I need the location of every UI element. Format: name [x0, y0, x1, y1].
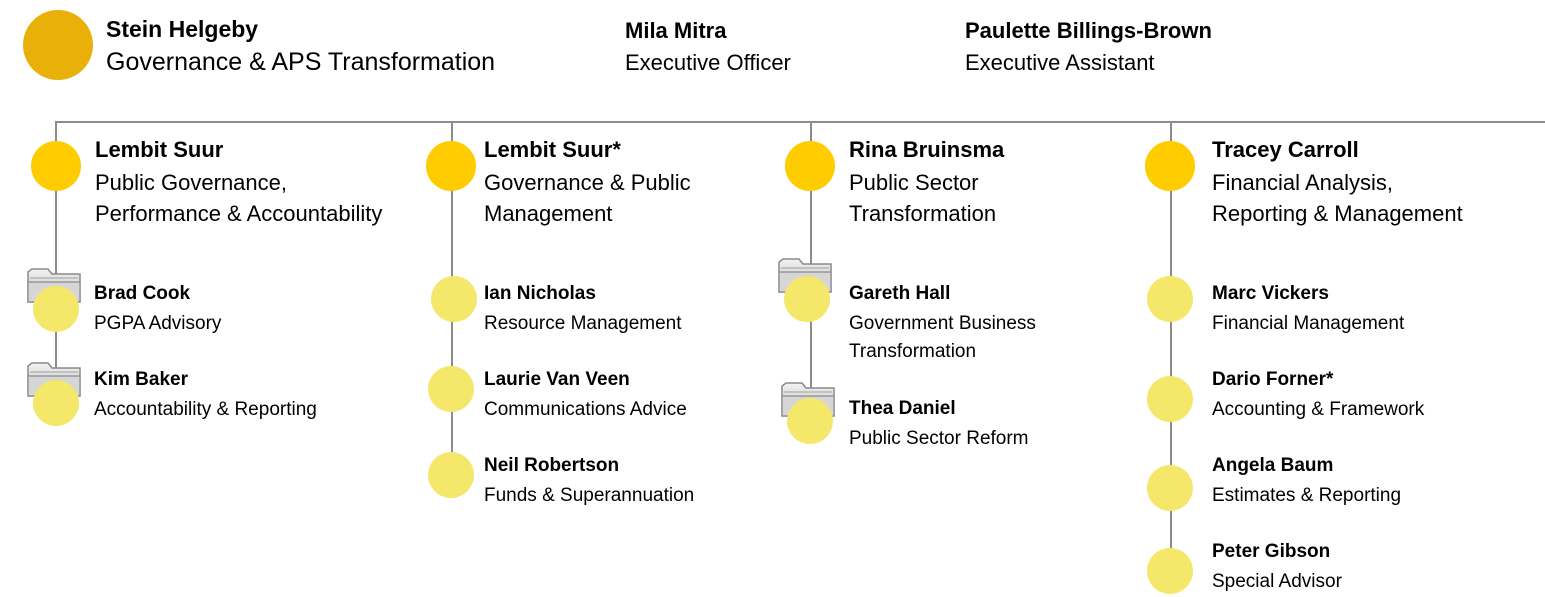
team-2-3-name: Neil Robertson: [484, 455, 620, 476]
team-1-2-role: Accountability & Reporting: [94, 399, 317, 420]
branch-1-name: Lembit Suur: [95, 137, 224, 162]
team-4-3-avatar: [1147, 465, 1193, 511]
team-1-1-avatar: [33, 286, 79, 332]
branch-2-avatar: [426, 141, 476, 191]
head-name: Stein Helgeby: [106, 16, 259, 42]
team-4-1-avatar: [1147, 276, 1193, 322]
branch-4-avatar: [1145, 141, 1195, 191]
branch-4-role-line1: Financial Analysis,: [1212, 170, 1393, 195]
team-4-3-role: Estimates & Reporting: [1212, 485, 1402, 506]
team-4-4-avatar: [1147, 548, 1193, 594]
team-3-2-avatar: [787, 398, 833, 444]
team-4-1-name: Marc Vickers: [1212, 283, 1329, 304]
branch-1-role-line2: Performance & Accountability: [95, 201, 383, 226]
team-4-3-name: Angela Baum: [1212, 455, 1334, 476]
branch-1-avatar: [31, 141, 81, 191]
branch-2-role-line1: Governance & Public: [484, 170, 691, 195]
branch-2-role-line2: Management: [484, 201, 613, 226]
team-1-2-avatar: [33, 380, 79, 426]
branch-3-role-line2: Transformation: [849, 201, 997, 226]
team-1-1-name: Brad Cook: [94, 283, 191, 304]
branch-3-avatar: [785, 141, 835, 191]
team-2-3-role: Funds & Superannuation: [484, 485, 695, 506]
support-role-1: Executive Officer: [625, 50, 791, 75]
team-2-3-avatar: [428, 452, 474, 498]
team-2-2-avatar: [428, 366, 474, 412]
branch-2-name: Lembit Suur*: [484, 137, 621, 162]
head-avatar: [23, 10, 93, 80]
branch-4-name: Tracey Carroll: [1212, 137, 1359, 162]
team-3-1-avatar: [784, 276, 830, 322]
team-2-2-role: Communications Advice: [484, 399, 687, 420]
support-role-2: Executive Assistant: [965, 50, 1155, 75]
team-2-1-avatar: [431, 276, 477, 322]
branch-connector-line: [56, 121, 1545, 123]
branch-3-role-line1: Public Sector: [849, 170, 979, 195]
team-3-2-role: Public Sector Reform: [849, 428, 1029, 449]
team-3-1-role-line1: Government Business: [849, 313, 1036, 334]
support-name-1: Mila Mitra: [625, 18, 727, 43]
team-4-1-role: Financial Management: [1212, 313, 1405, 334]
team-4-4-role: Special Advisor: [1212, 571, 1342, 592]
branch-4-role-line2: Reporting & Management: [1212, 201, 1463, 226]
support-name-2: Paulette Billings-Brown: [965, 18, 1212, 43]
team-3-1-role-line2: Transformation: [849, 341, 977, 362]
team-4-2-role: Accounting & Framework: [1212, 399, 1425, 420]
branch-4-line: [1170, 121, 1172, 576]
team-4-2-name: Dario Forner*: [1212, 369, 1334, 390]
head-role: Governance & APS Transformation: [106, 48, 496, 76]
team-2-1-name: Ian Nicholas: [484, 283, 596, 304]
branch-3-name: Rina Bruinsma: [849, 137, 1005, 162]
team-2-1-role: Resource Management: [484, 313, 682, 334]
team-1-2-name: Kim Baker: [94, 369, 188, 390]
team-4-2-avatar: [1147, 376, 1193, 422]
branch-1-line: [55, 121, 57, 399]
branch-1-role-line1: Public Governance,: [95, 170, 287, 195]
team-4-4-name: Peter Gibson: [1212, 541, 1331, 562]
team-2-2-name: Laurie Van Veen: [484, 369, 630, 390]
team-3-1-name: Gareth Hall: [849, 283, 951, 304]
team-1-1-role: PGPA Advisory: [94, 313, 222, 334]
team-3-2-name: Thea Daniel: [849, 398, 956, 419]
